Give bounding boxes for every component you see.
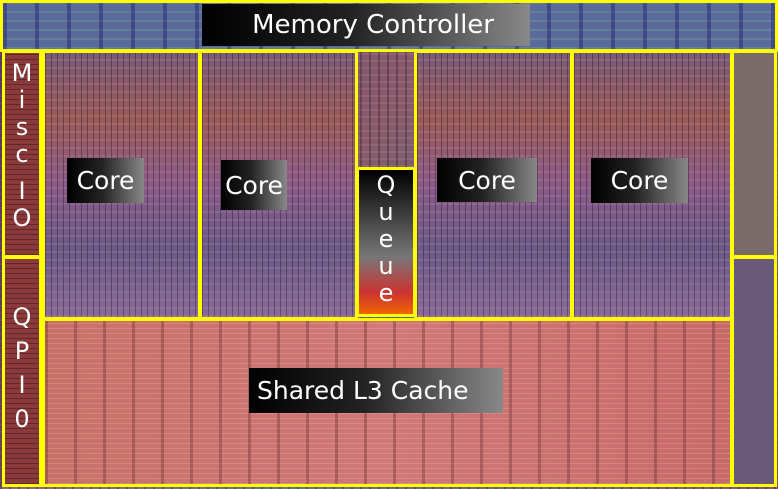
- queue-char: e: [378, 279, 394, 307]
- queue-char: u: [378, 198, 394, 226]
- qpi-char: I: [18, 371, 26, 399]
- qpi-region: [2, 256, 42, 487]
- queue-char: u: [378, 252, 394, 280]
- misc-io-label: M i s c I O: [2, 60, 42, 232]
- misc-io-char: s: [15, 113, 29, 141]
- misc-io-char: i: [18, 86, 26, 114]
- misc-io-region: [2, 50, 42, 258]
- core-label-2: Core: [221, 160, 287, 210]
- right-upper-region: [731, 50, 777, 258]
- qpi-char: Q: [12, 303, 32, 331]
- qpi-char: P: [14, 337, 30, 365]
- qpi-label: Q P I 0: [2, 300, 42, 436]
- queue-char: e: [378, 225, 394, 253]
- right-lower-region: [731, 256, 777, 487]
- qpi-char: 0: [14, 405, 30, 433]
- core-label-4: Core: [591, 158, 688, 203]
- queue-region: [356, 167, 416, 317]
- misc-io-char: M: [11, 59, 33, 87]
- queue-label: Q u e u e: [356, 172, 416, 307]
- misc-io-char: c: [15, 140, 29, 168]
- queue-char: Q: [376, 171, 396, 199]
- l3-cache-label: Shared L3 Cache: [249, 368, 503, 413]
- misc-io-char: I: [18, 177, 26, 205]
- memory-controller-label: Memory Controller: [202, 4, 530, 46]
- core-label-3: Core: [437, 158, 537, 202]
- core-label-1: Core: [67, 158, 144, 203]
- misc-io-char: O: [12, 204, 32, 232]
